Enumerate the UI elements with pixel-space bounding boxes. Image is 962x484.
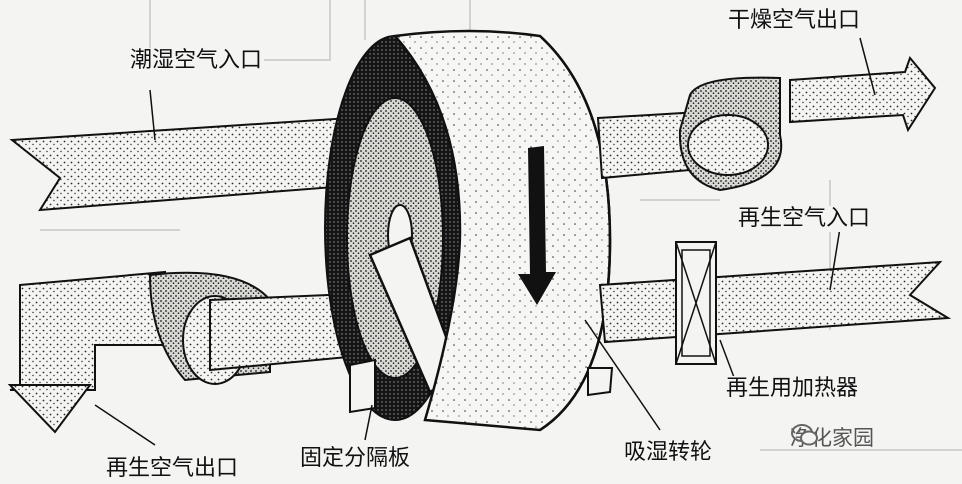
rotation-arrow <box>518 146 556 305</box>
label-fixed-partition: 固定分隔板 <box>298 446 413 472</box>
watermark: 净化家园 <box>790 422 874 452</box>
label-desiccant-wheel: 吸湿转轮 <box>622 440 715 466</box>
dry-air-fan-outlet <box>687 114 769 176</box>
humid-air-arrow <box>9 116 362 212</box>
label-regen-air-outlet: 再生空气出口 <box>104 456 241 482</box>
dry-air-arrow <box>789 56 937 133</box>
wechat-icon <box>791 424 818 446</box>
label-humid-air-inlet: 潮湿空气入口 <box>128 48 265 74</box>
regen-outlet-arrow <box>7 384 92 434</box>
wheel-stand <box>587 367 614 397</box>
label-dry-air-outlet: 干燥空气出口 <box>726 8 863 34</box>
label-regen-heater: 再生用加热器 <box>724 376 861 402</box>
label-regen-air-inlet: 再生空气入口 <box>736 206 873 232</box>
regen-outlet-duct <box>9 270 166 391</box>
partition-base <box>349 358 376 414</box>
regen-heater <box>675 241 717 365</box>
regen-inlet-band <box>598 260 952 344</box>
wheel-front-edge <box>539 35 612 432</box>
leader-lines <box>94 37 876 446</box>
